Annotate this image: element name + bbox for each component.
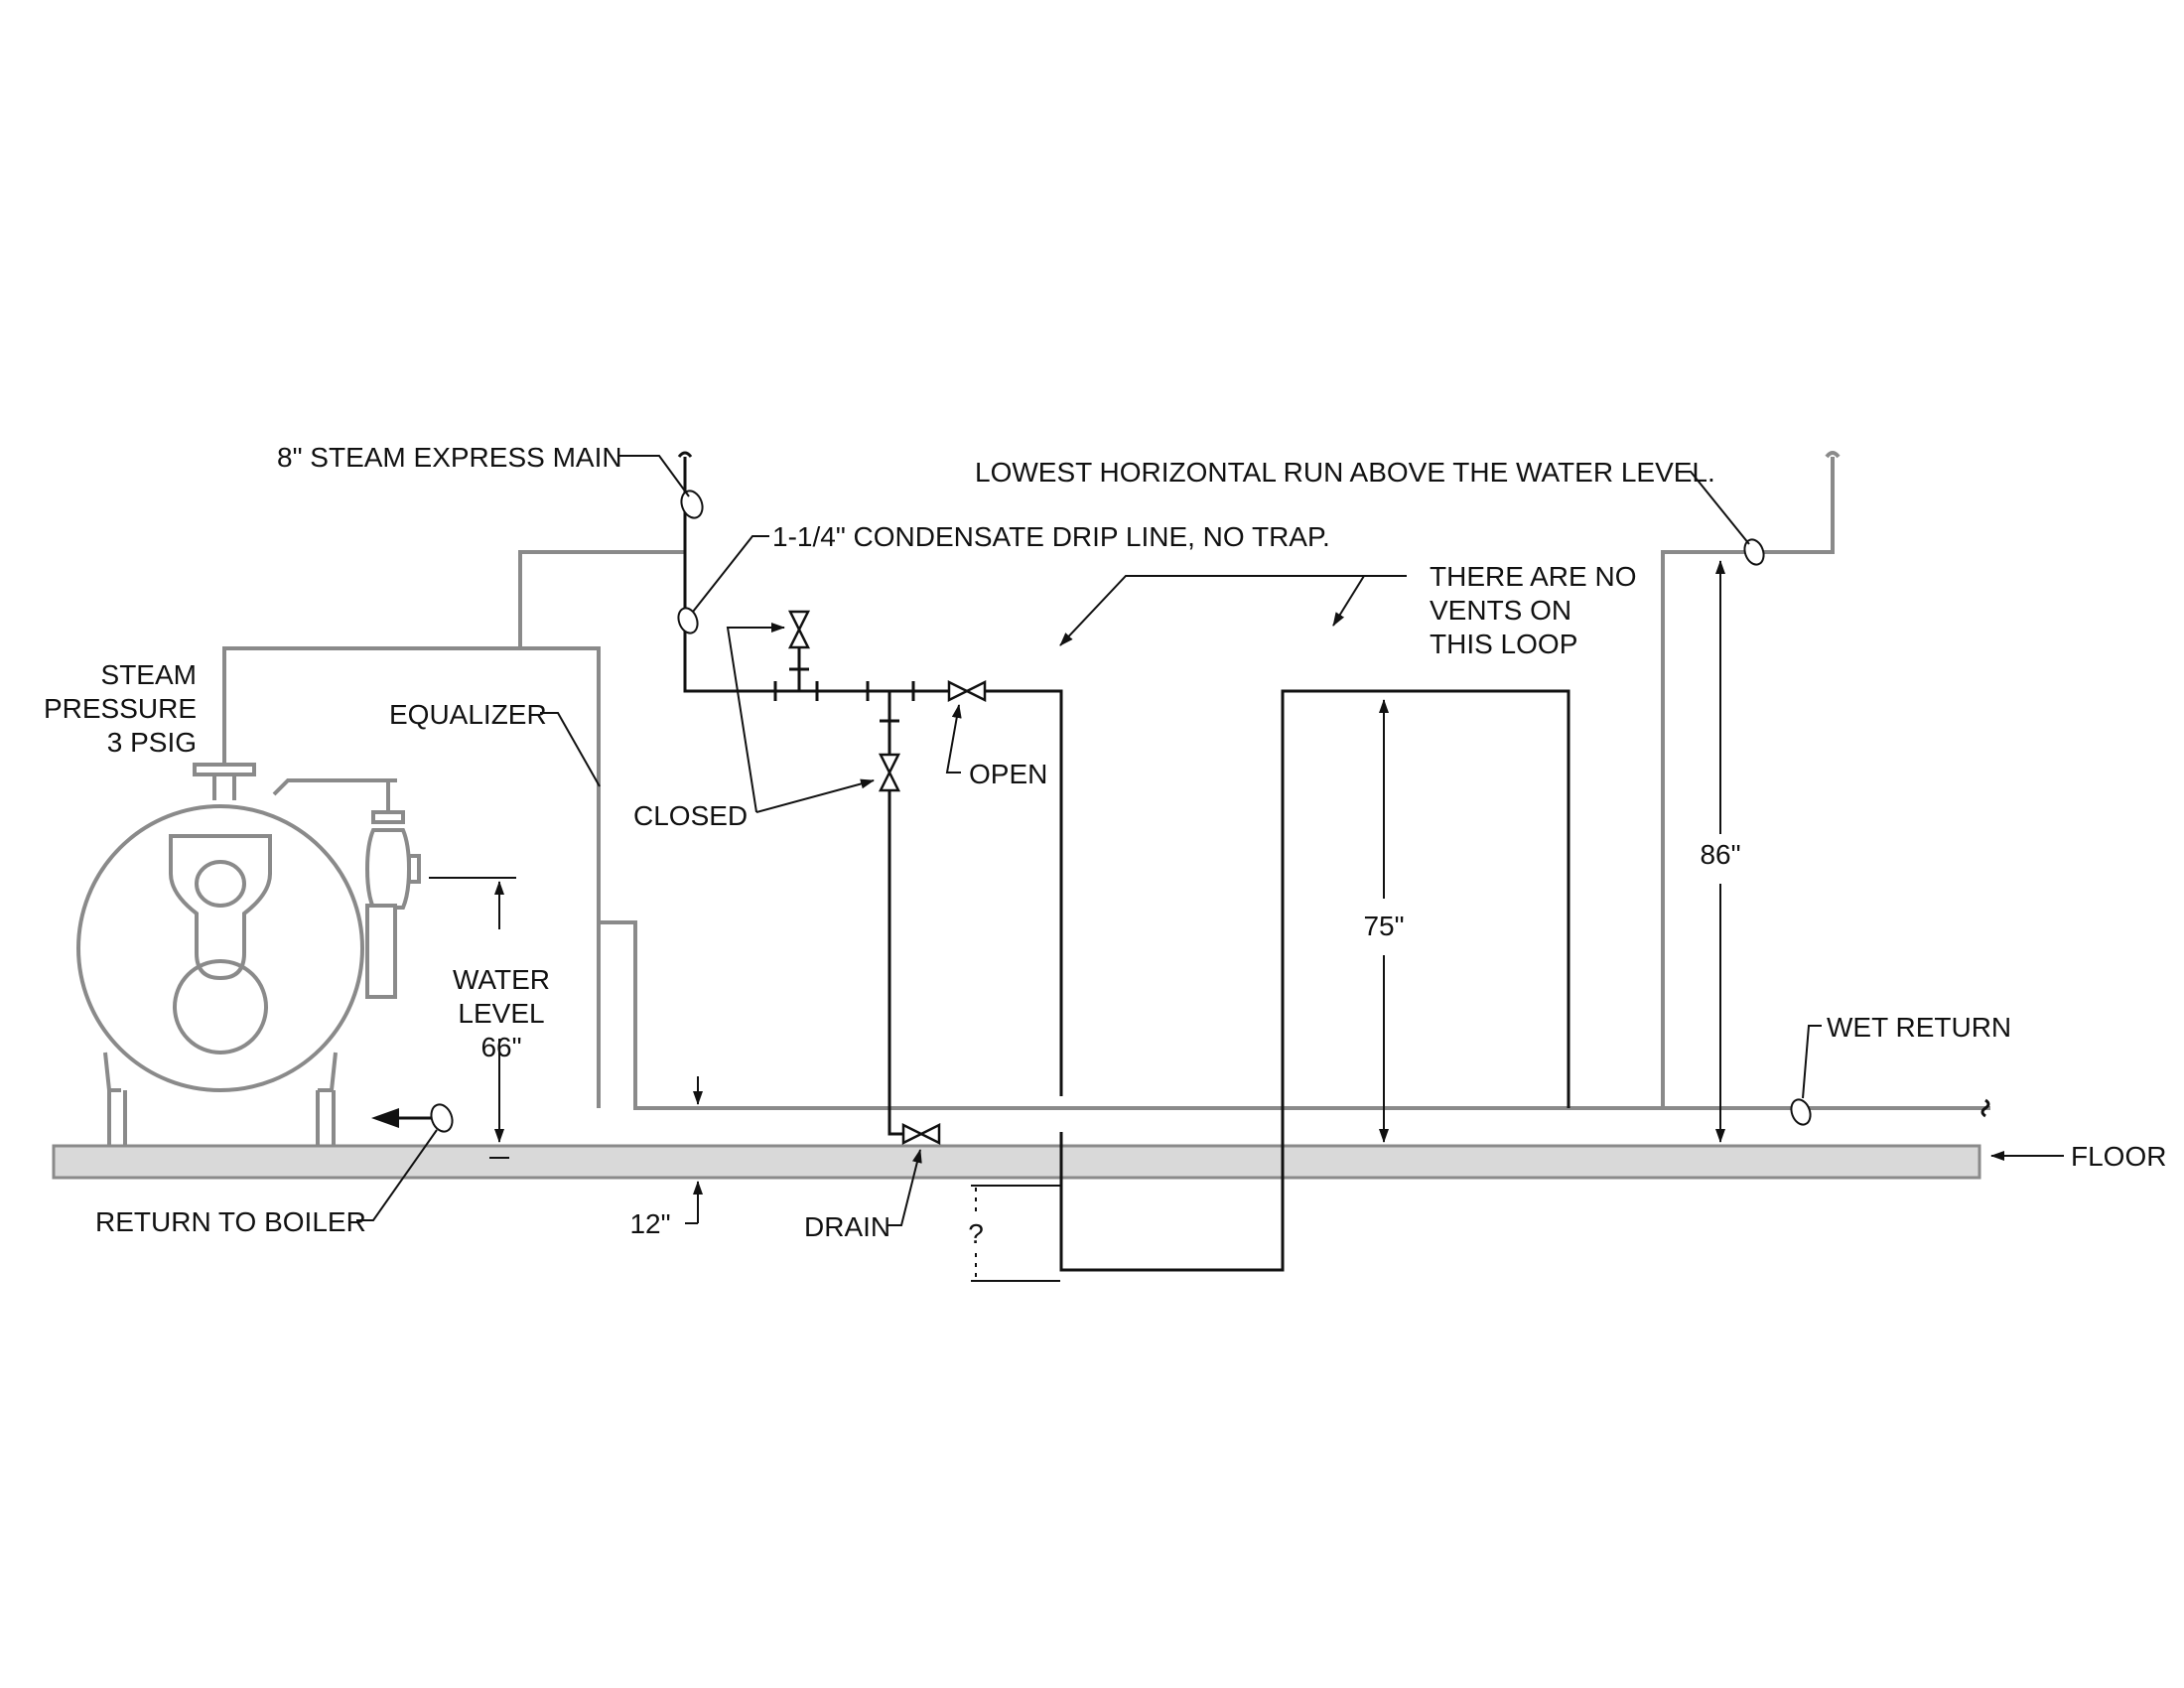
label-no-vents-3: THIS LOOP xyxy=(1430,629,1577,659)
label-dim-12: 12" xyxy=(629,1208,670,1239)
label-steam-express-main: 8" STEAM EXPRESS MAIN xyxy=(277,442,622,473)
floor-slab xyxy=(52,1144,1981,1180)
label-steam-pressure-1: STEAM xyxy=(101,659,197,690)
steam-main-tag xyxy=(680,490,704,519)
leader-steam-main xyxy=(618,455,690,497)
leader-wet-return xyxy=(1802,1025,1822,1099)
leader-equalizer xyxy=(540,712,601,787)
label-dim-unknown: ? xyxy=(968,1218,984,1249)
floor-pit xyxy=(1059,1132,1285,1272)
leader-closed-a xyxy=(726,623,785,813)
label-steam-pressure-3: 3 PSIG xyxy=(107,727,197,758)
loop-valve-open xyxy=(947,679,987,703)
label-return-to-boiler: RETURN TO BOILER xyxy=(95,1206,366,1237)
label-dim-86: 86" xyxy=(1700,839,1740,870)
label-dim-75: 75" xyxy=(1363,911,1404,941)
water-level-dimension xyxy=(429,877,516,1159)
boiler xyxy=(76,763,421,1146)
leader-open xyxy=(945,704,962,774)
drip-line-tag xyxy=(677,607,699,634)
label-open: OPEN xyxy=(969,759,1047,789)
leader-no-vents-b xyxy=(1332,575,1407,627)
label-condensate-drip-line: 1-1/4" CONDENSATE DRIP LINE, NO TRAP. xyxy=(772,521,1330,552)
dim-12-line xyxy=(685,1076,703,1224)
steam-header-and-equalizer xyxy=(222,451,1990,1110)
return-arrow xyxy=(371,1108,399,1128)
vent-valve-closed xyxy=(787,610,811,649)
leader-closed-b xyxy=(755,778,875,813)
lowest-run-tag xyxy=(1743,538,1765,566)
dim-unknown-line xyxy=(971,1185,1060,1282)
label-floor: FLOOR xyxy=(2071,1141,2166,1172)
wet-return-tag xyxy=(1790,1098,1812,1126)
leader-no-vents-a xyxy=(1059,575,1407,646)
leader-drip-line xyxy=(692,535,769,613)
label-water-level-2: LEVEL xyxy=(458,998,544,1029)
label-no-vents-1: THERE ARE NO xyxy=(1430,561,1636,592)
label-drain: DRAIN xyxy=(804,1211,890,1242)
label-water-level-1: WATER xyxy=(453,964,550,995)
leader-return-to-boiler xyxy=(356,1129,438,1221)
label-water-level-value: 66" xyxy=(480,1032,521,1062)
drain-valve xyxy=(901,1122,941,1146)
drain-line-valve-closed xyxy=(878,753,901,792)
leader-drain xyxy=(887,1149,922,1226)
label-no-vents-2: VENTS ON xyxy=(1430,595,1571,626)
label-wet-return: WET RETURN xyxy=(1827,1012,2011,1043)
return-to-boiler-tag xyxy=(430,1103,454,1133)
label-closed: CLOSED xyxy=(633,800,748,831)
label-steam-pressure-2: PRESSURE xyxy=(44,693,197,724)
leader-lowest-run xyxy=(1678,471,1750,545)
label-lowest-horizontal-run: LOWEST HORIZONTAL RUN ABOVE THE WATER LE… xyxy=(975,457,1715,488)
label-equalizer: EQUALIZER xyxy=(389,699,547,730)
drip-line-loop xyxy=(677,451,1990,1136)
